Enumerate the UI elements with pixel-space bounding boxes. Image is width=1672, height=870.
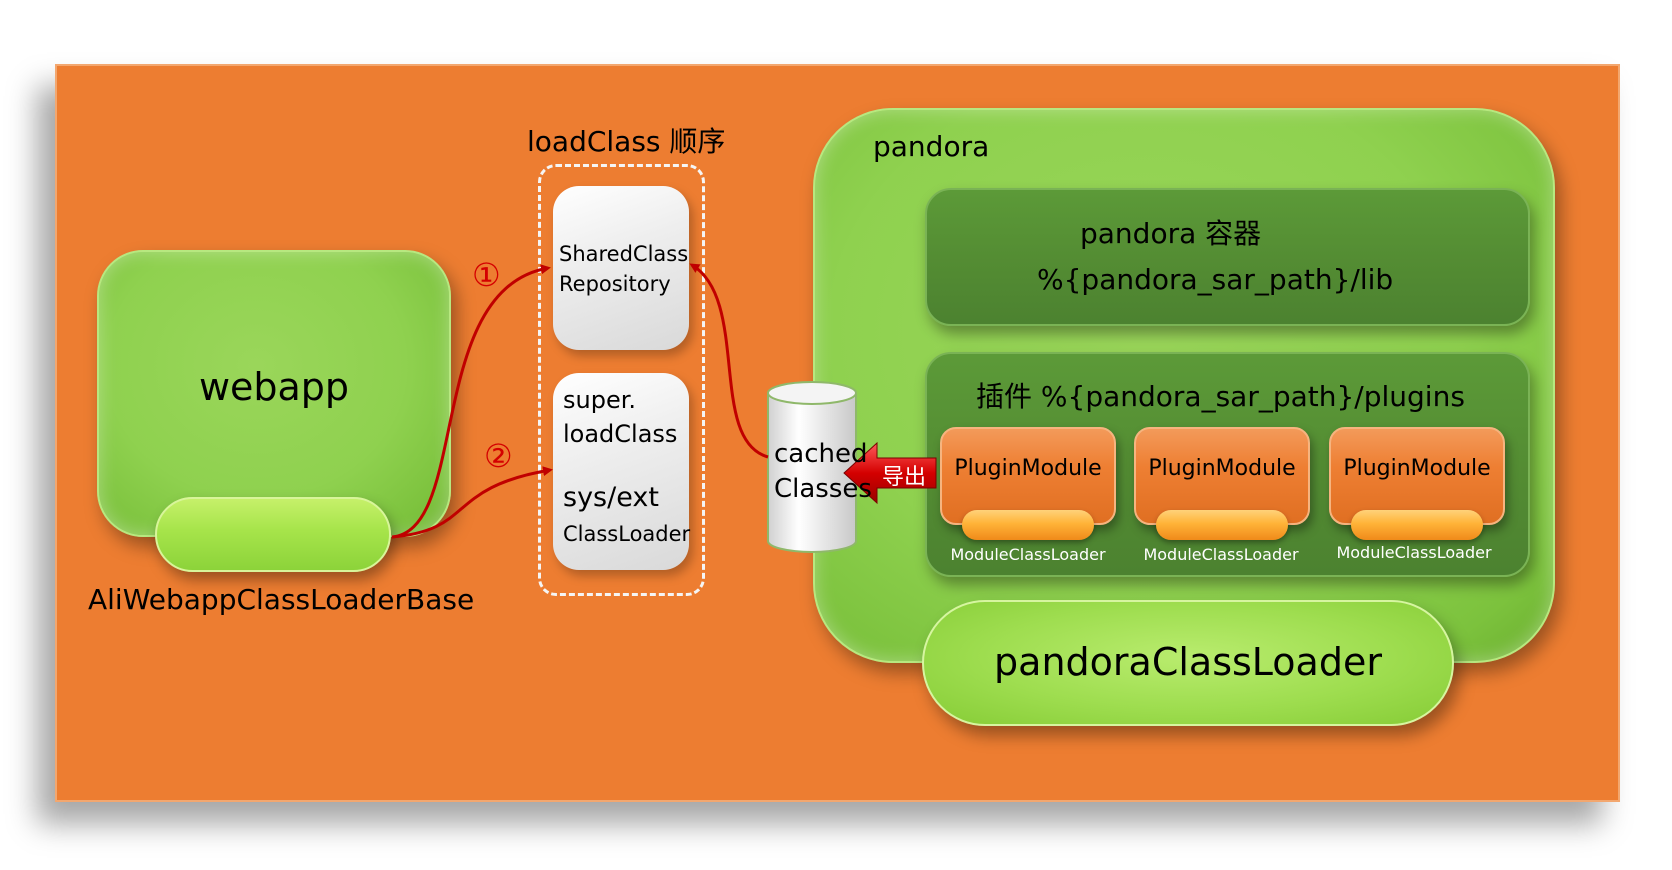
webapp-classloader-label: AliWebappClassLoaderBase <box>88 583 475 616</box>
module-classloader-label: ModuleClassLoader <box>1143 545 1299 564</box>
plugin-module-box <box>1134 427 1310 525</box>
module-classloader-pill <box>1156 510 1288 540</box>
cached-to-repository-arrow <box>689 263 769 459</box>
plugins-title: 插件 %{pandora_sar_path}/plugins <box>976 380 1465 413</box>
load-order-title: loadClass 顺序 <box>527 125 726 158</box>
module-classloader-label: ModuleClassLoader <box>1336 543 1492 562</box>
pandora-container-path: %{pandora_sar_path}/lib <box>1037 263 1394 296</box>
module-classloader-pill <box>962 510 1094 540</box>
super-loadclass-card <box>553 373 689 570</box>
super-loader-line2: loadClass <box>563 420 678 448</box>
pandora-container-title: pandora 容器 <box>1080 217 1262 250</box>
pandora-label: pandora <box>873 130 990 163</box>
step-1-marker: ① <box>472 256 501 294</box>
export-label: 导出 <box>882 465 927 490</box>
super-loader-line1: super. <box>563 386 637 414</box>
webapp-classloader-pill <box>155 497 391 572</box>
step-2-arrow <box>391 466 553 539</box>
plugin-module-label: PluginModule <box>1148 456 1296 481</box>
pandora-classloader-label: pandoraClassLoader <box>994 640 1382 684</box>
module-classloader-label: ModuleClassLoader <box>950 545 1106 564</box>
webapp-box <box>97 250 451 537</box>
cached-classes-line2: Classes <box>774 474 872 504</box>
shared-class-repository-card <box>553 186 689 350</box>
pandora-classloader-pill <box>922 600 1454 726</box>
shared-repo-line2: Repository <box>559 272 671 296</box>
plugin-module-box <box>940 427 1116 525</box>
module-classloader-pill <box>1351 510 1483 540</box>
webapp-title: webapp <box>198 365 350 409</box>
step-2-marker: ② <box>484 437 513 475</box>
plugin-module-label: PluginModule <box>954 456 1102 481</box>
super-loader-line3: sys/ext <box>563 482 659 513</box>
super-loader-line4: ClassLoader <box>563 522 691 546</box>
pandora-container-box <box>925 188 1530 326</box>
cached-classes-cylinder <box>767 381 857 553</box>
shared-repo-line1: SharedClass <box>559 242 689 266</box>
load-order-group <box>538 164 705 596</box>
export-arrow <box>843 441 937 505</box>
step-1-arrow <box>391 264 551 539</box>
cached-classes-line1: cached <box>774 439 868 469</box>
plugin-module-label: PluginModule <box>1343 456 1491 481</box>
plugin-module-box <box>1329 427 1505 525</box>
